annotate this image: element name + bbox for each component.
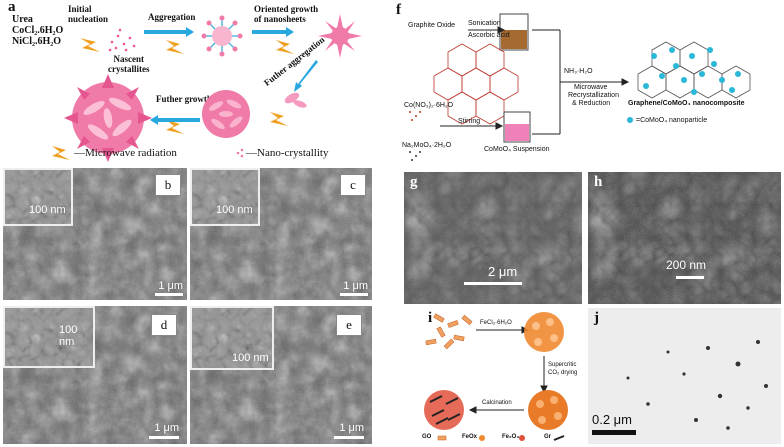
panel-label-f: f (396, 2, 401, 18)
panel-label-i: i (428, 310, 433, 326)
graphene-composite (637, 41, 751, 99)
label-microwave: Microwave (574, 84, 608, 91)
scale-label: 2 μm (488, 264, 518, 279)
label-cobalt: Co(NO₃)₂·6H₂O (404, 102, 454, 109)
graphene-oxide-sheet (433, 43, 519, 125)
scale-bar (155, 293, 183, 296)
scale-bar (340, 293, 368, 296)
beaker-icon (503, 111, 531, 143)
scale-bar (334, 436, 364, 439)
sem-panel-g: g 2 μm (404, 172, 582, 304)
scale-label: 200 nm (666, 258, 707, 272)
panel-i-schematic (424, 312, 568, 441)
step-further-growth: Futher growth (156, 94, 212, 104)
legend-nano: —Nano-crystallity (246, 147, 329, 159)
scale-bar (464, 282, 522, 285)
sem-panel-h: h 200 nm (588, 172, 781, 304)
flower-large (64, 74, 152, 162)
panel-a-schematic (52, 14, 362, 162)
scale-label: 1 μm (339, 422, 364, 434)
panel-label-h: h (594, 174, 603, 190)
panel-a: a Urea CoCl₂.6H₂O NiCl₂.6H₂O Initial nuc… (0, 0, 372, 165)
panel-label-j: j (594, 310, 599, 326)
go-sheets (425, 313, 473, 350)
legend-go: GO (422, 434, 432, 440)
sem-panel-c: 100 nm c 1 μm (190, 168, 372, 300)
label-stirring: Stirring (458, 118, 481, 125)
panel-label-d: d (151, 314, 177, 336)
nanosheet-star (318, 14, 362, 58)
legend-feox: FeOx (462, 434, 478, 440)
scale-bar (592, 430, 636, 435)
reagent-list: Urea CoCl₂.6H₂O NiCl₂.6H₂O (12, 14, 63, 47)
sem-inset: 100 nm (3, 306, 95, 368)
scale-bar (676, 276, 704, 279)
sem-image (588, 172, 781, 304)
panel-label-a: a (8, 0, 16, 15)
sem-panel-d: 100 nm d 1 μm (3, 306, 187, 444)
inset-scale-label: 100 nm (232, 352, 269, 364)
label-sonication: Sonication (468, 20, 501, 27)
label-calcination: Calcination (482, 400, 512, 406)
panel-label-b: b (155, 174, 181, 196)
panel-label-e: e (336, 314, 362, 336)
legend-gr: Gr (544, 434, 552, 440)
reagent-cocl2: CoCl₂.6H₂O (12, 25, 64, 36)
inset-scale-label: 100 nm (216, 204, 253, 216)
lightning-icon (52, 38, 294, 160)
step-oriented-growth: Oriented growth of nanosheets (254, 4, 319, 24)
sem-inset: 100 nm (190, 168, 260, 226)
label-co2-drying: CO₂ drying (548, 370, 578, 376)
sem-inset: 100 nm (3, 168, 73, 226)
tem-panel-j: j 0.2 μm (588, 308, 781, 444)
sem-panel-e: 100 nm e 1 μm (190, 306, 372, 444)
step-initial-nucleation: Initial nucleation (68, 4, 109, 24)
scale-label: 1 μm (154, 422, 179, 434)
sem-panel-b: 100 nm b 1 μm (3, 168, 187, 300)
inset-scale-label: 100 nm (59, 324, 78, 348)
label-product: Graphene/CoMoO₄ nanocomposite (628, 100, 745, 107)
label-suspension: CoMoO₄ Suspension (484, 146, 550, 153)
panel-f: f (392, 0, 784, 168)
label-fecl3: FeCl₃·6H₂O (480, 320, 512, 326)
scale-label: 1 μm (343, 280, 368, 292)
label-ascorbic: Ascorbic acid (468, 32, 510, 39)
label-reduction: & Reduction (572, 100, 611, 107)
aggregate-cluster (201, 15, 243, 57)
scale-label: 1 μm (158, 280, 183, 292)
step-aggregation: Aggregation (148, 12, 196, 22)
legend-fe2o3: Fe₂O₃ (502, 434, 520, 440)
label-molybdate: Na₂MoO₄·2H₂O (402, 142, 452, 149)
label-nh3: NH₃·H₂O (564, 68, 593, 75)
fe2o3-cluster (528, 390, 568, 430)
label-supercritic: Supercritic (548, 362, 577, 368)
legend-microwave: —Microwave radiation (74, 147, 177, 159)
scale-bar (149, 436, 179, 439)
panel-i: i (404, 308, 582, 446)
arrow-icon (144, 27, 318, 125)
tem-image (588, 308, 781, 444)
panel-label-g: g (410, 174, 418, 190)
reagent-urea: Urea (12, 14, 33, 25)
panel-f-schematic (409, 13, 751, 161)
label-recryst: Recrystallization (568, 92, 619, 99)
scale-label: 0.2 μm (592, 412, 633, 427)
panel-label-c: c (340, 174, 366, 196)
gr-cluster (424, 390, 464, 430)
label-legend: =CoMoO₄ nanoparticle (636, 117, 708, 124)
label-nascent: Nascent crystallites (108, 54, 150, 74)
inset-scale-label: 100 nm (29, 204, 66, 216)
feox-cluster (524, 312, 564, 352)
sem-inset: 100 nm (190, 306, 274, 370)
flower-medium (202, 90, 250, 138)
reagent-nicl2: NiCl₂.6H₂O (12, 36, 62, 47)
label-graphite-oxide: Graphite Oxide (408, 22, 456, 29)
